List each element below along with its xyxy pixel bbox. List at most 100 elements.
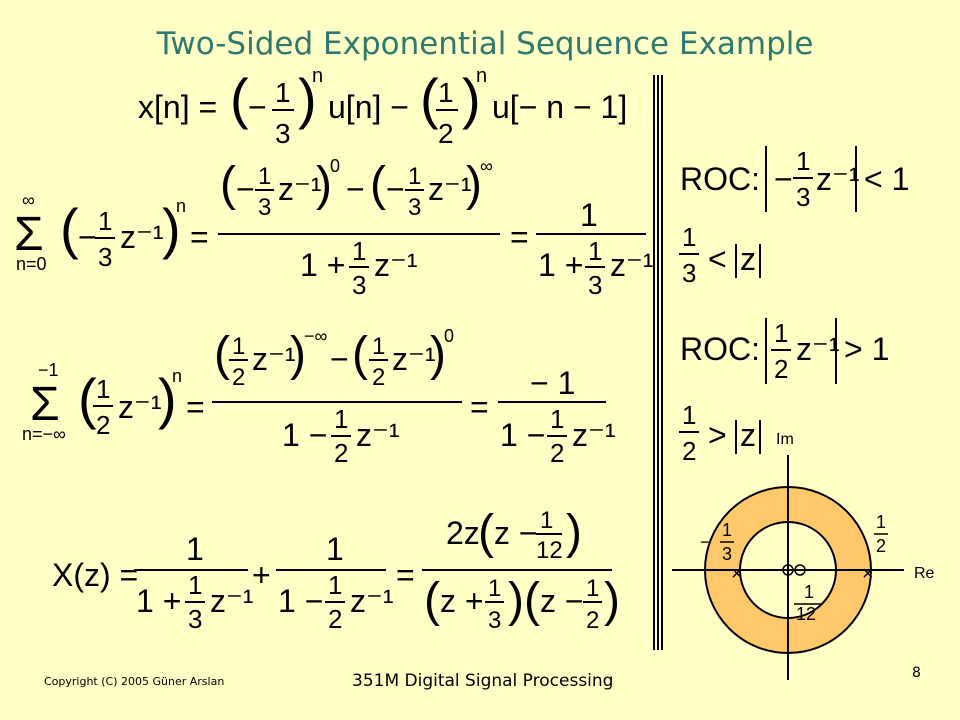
svg-text:(: ( bbox=[420, 67, 439, 130]
svg-text:n=−∞: n=−∞ bbox=[22, 424, 66, 444]
svg-text:z: z bbox=[740, 417, 756, 453]
pole-zero-plot: Im Re × × − 1 3 1 2 1 12 bbox=[672, 431, 935, 680]
svg-text:−: − bbox=[248, 89, 267, 125]
svg-text:>: > bbox=[708, 417, 727, 453]
svg-text:1: 1 bbox=[540, 507, 553, 534]
svg-text:u[− n − 1]: u[− n − 1] bbox=[492, 89, 627, 125]
svg-text:2: 2 bbox=[682, 436, 696, 466]
svg-text:3: 3 bbox=[488, 607, 501, 634]
svg-text:∞: ∞ bbox=[22, 190, 35, 210]
svg-text:1: 1 bbox=[682, 222, 696, 252]
svg-text:z⁻¹: z⁻¹ bbox=[572, 417, 616, 453]
svg-text:−1: −1 bbox=[38, 360, 59, 380]
svg-text:=: = bbox=[470, 389, 489, 425]
copyright-notice: Copyright (C) 2005 Güner Arslan bbox=[44, 675, 225, 688]
svg-text:1: 1 bbox=[275, 77, 291, 108]
svg-text:2: 2 bbox=[438, 118, 454, 149]
svg-text:z⁻¹: z⁻¹ bbox=[350, 583, 394, 619]
roc-label-1: ROC: bbox=[680, 161, 760, 197]
svg-text:1: 1 bbox=[796, 146, 810, 176]
svg-text:1: 1 bbox=[96, 374, 110, 404]
sum-positive-equation: ∞ Σ n=0 ( − 1 3 z⁻¹ ) n = ( − 1 3 z⁻¹ ) … bbox=[14, 156, 654, 300]
svg-text:−: − bbox=[774, 161, 793, 197]
svg-text:2: 2 bbox=[334, 438, 348, 468]
svg-text:x[n] =: x[n] = bbox=[138, 89, 217, 125]
svg-text:): ) bbox=[290, 328, 306, 381]
svg-text:12: 12 bbox=[536, 537, 563, 564]
svg-text:1 −: 1 − bbox=[278, 583, 323, 619]
svg-text:): ) bbox=[604, 574, 620, 627]
svg-text:X(z) =: X(z) = bbox=[52, 557, 138, 593]
svg-text:2: 2 bbox=[232, 364, 245, 391]
pole-marker: × bbox=[862, 563, 874, 585]
svg-text:1: 1 bbox=[550, 404, 564, 434]
svg-text:3: 3 bbox=[275, 118, 291, 149]
svg-text:z +: z + bbox=[440, 583, 484, 619]
course-name: 351M Digital Signal Processing bbox=[352, 671, 614, 691]
svg-text:Σ: Σ bbox=[30, 378, 60, 431]
svg-text:n=0: n=0 bbox=[16, 254, 47, 274]
svg-text:<: < bbox=[708, 241, 727, 277]
svg-text:1: 1 bbox=[438, 77, 454, 108]
svg-text:1: 1 bbox=[408, 163, 421, 190]
svg-text:(: ( bbox=[352, 328, 368, 381]
svg-text:(: ( bbox=[524, 574, 540, 627]
svg-text:< 1: < 1 bbox=[864, 161, 909, 197]
svg-text:n: n bbox=[312, 65, 323, 87]
svg-text:z⁻¹: z⁻¹ bbox=[428, 171, 472, 207]
svg-text:n: n bbox=[172, 366, 182, 386]
svg-text:1: 1 bbox=[258, 163, 271, 190]
svg-text:z −: z − bbox=[540, 583, 584, 619]
svg-text:1: 1 bbox=[98, 206, 112, 236]
svg-text:z⁻¹: z⁻¹ bbox=[392, 341, 436, 377]
svg-text:3: 3 bbox=[188, 604, 202, 634]
svg-text:): ) bbox=[462, 67, 481, 130]
svg-text:−: − bbox=[346, 171, 365, 207]
svg-text:3: 3 bbox=[352, 270, 366, 300]
svg-text:2: 2 bbox=[96, 410, 110, 440]
column-divider bbox=[653, 75, 663, 650]
signal-equation: x[n] = ( − 1 3 ) n u[n] − ( 1 2 ) n u[− … bbox=[138, 65, 627, 149]
svg-text:1 −: 1 − bbox=[282, 417, 327, 453]
svg-text:): ) bbox=[298, 67, 317, 130]
svg-text:2: 2 bbox=[586, 607, 599, 634]
svg-text:z⁻¹: z⁻¹ bbox=[210, 583, 254, 619]
svg-text:z: z bbox=[740, 241, 756, 277]
svg-text:2z: 2z bbox=[446, 515, 480, 551]
svg-text:3: 3 bbox=[796, 182, 810, 212]
svg-text:3: 3 bbox=[722, 544, 732, 564]
svg-text:z⁻¹: z⁻¹ bbox=[252, 341, 296, 377]
svg-text:z⁻¹: z⁻¹ bbox=[374, 247, 418, 283]
svg-text:−∞: −∞ bbox=[304, 326, 328, 346]
roc-conditions: ROC: − 1 3 z⁻¹ < 1 1 3 < z ROC: 1 2 z⁻¹ … bbox=[679, 146, 909, 466]
svg-text:1: 1 bbox=[580, 197, 598, 233]
svg-text:0: 0 bbox=[444, 326, 454, 346]
zero-marker bbox=[782, 564, 794, 576]
pole-marker: × bbox=[731, 563, 743, 585]
total-equation: X(z) = 1 1 + 1 3 z⁻¹ + 1 1 − 1 2 z⁻¹ = 2… bbox=[52, 506, 620, 634]
svg-text:z⁻¹: z⁻¹ bbox=[118, 389, 162, 425]
svg-text:> 1: > 1 bbox=[844, 331, 889, 367]
svg-text:): ) bbox=[158, 367, 177, 430]
svg-text:z⁻¹: z⁻¹ bbox=[796, 331, 840, 367]
roc-label-2: ROC: bbox=[680, 331, 760, 367]
sum-negative-equation: −1 Σ n=−∞ ( 1 2 z⁻¹ ) n = ( 1 2 z⁻¹ ) −∞… bbox=[22, 326, 616, 468]
svg-text:1: 1 bbox=[774, 318, 788, 348]
svg-text:3: 3 bbox=[258, 194, 271, 221]
svg-text:− 1: − 1 bbox=[530, 365, 575, 401]
svg-text:z⁻¹: z⁻¹ bbox=[816, 161, 860, 197]
svg-text:): ) bbox=[430, 328, 446, 381]
svg-text:0: 0 bbox=[330, 156, 340, 176]
svg-text:3: 3 bbox=[682, 258, 696, 288]
svg-text:2: 2 bbox=[876, 536, 886, 556]
svg-text:1: 1 bbox=[876, 512, 886, 532]
svg-text:=: = bbox=[510, 219, 529, 255]
svg-text:(: ( bbox=[78, 367, 97, 430]
re-label: Re bbox=[914, 565, 935, 582]
svg-text:Σ: Σ bbox=[14, 208, 44, 261]
svg-text:1: 1 bbox=[328, 570, 342, 600]
svg-text:(: ( bbox=[214, 328, 230, 381]
svg-text:−: − bbox=[386, 171, 405, 207]
svg-text:1: 1 bbox=[334, 404, 348, 434]
svg-text:1 +: 1 + bbox=[300, 247, 345, 283]
